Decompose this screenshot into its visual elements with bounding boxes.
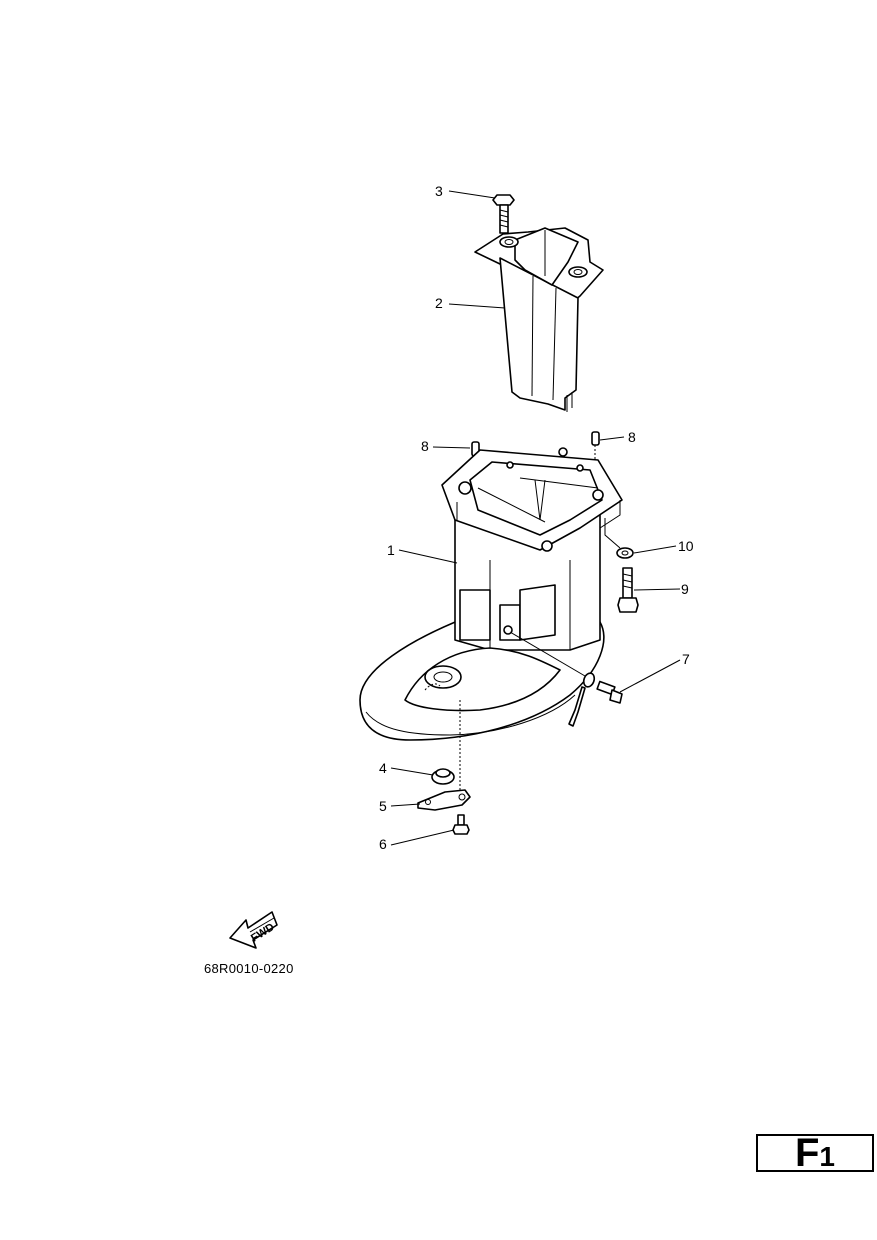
upper-casing-part-1 <box>359 447 623 741</box>
callout-3: 3 <box>435 183 443 199</box>
leader-6 <box>390 829 455 846</box>
leader-2 <box>448 303 506 309</box>
callout-8-left: 8 <box>421 438 429 454</box>
bolt-part-6 <box>452 814 470 835</box>
callout-1: 1 <box>387 542 395 558</box>
callout-7: 7 <box>682 651 690 667</box>
callout-5: 5 <box>379 798 387 814</box>
leader-5 <box>390 803 421 807</box>
bolt-part-3 <box>492 194 515 234</box>
leader-9 <box>633 588 681 591</box>
callout-2: 2 <box>435 295 443 311</box>
exhaust-guide-part-2 <box>474 227 604 412</box>
ground-lead <box>503 625 596 727</box>
leader-8a <box>432 446 471 449</box>
page-tag: F 1 <box>756 1131 874 1175</box>
leader-10 <box>633 545 677 554</box>
leader-1 <box>398 549 458 564</box>
callout-6: 6 <box>379 836 387 852</box>
grommet-part-4 <box>431 768 455 785</box>
diagram-code: 68R0010-0220 <box>204 961 294 976</box>
leader-4 <box>390 767 434 776</box>
bolt-part-9 <box>617 567 639 613</box>
fwd-arrow-icon: FWD <box>229 911 278 949</box>
plate-part-5 <box>417 789 471 811</box>
leader-3 <box>448 190 496 199</box>
washer-part-10 <box>604 518 634 559</box>
callout-4: 4 <box>379 760 387 776</box>
callout-8-right: 8 <box>628 429 636 445</box>
page-tag-letter: F <box>794 1131 820 1175</box>
callout-10: 10 <box>678 538 694 554</box>
leader-7 <box>619 659 681 693</box>
callout-9: 9 <box>681 581 689 597</box>
page-tag-number: 1 <box>819 1141 835 1172</box>
screw-part-7 <box>596 680 623 704</box>
leader-8b <box>599 436 625 441</box>
